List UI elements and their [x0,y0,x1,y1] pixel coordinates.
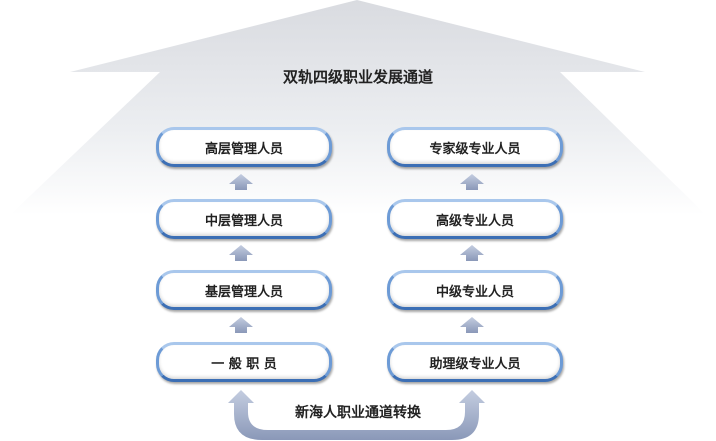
mgmt-level-middle: 中层管理人员 [156,199,332,239]
mgmt-level-junior: 基层管理人员 [156,270,332,310]
pro-level-intermediate: 中级专业人员 [387,270,563,310]
mgmt-level-staff: 一 般 职 员 [156,342,332,382]
mgmt-level-senior: 高层管理人员 [156,127,332,167]
pro-level-senior: 高级专业人员 [387,199,563,239]
up-arrows [229,174,484,333]
transfer-label: 新海人职业通道转换 [295,405,421,421]
pro-level-assistant: 助理级专业人员 [387,342,563,382]
transfer-arrow [228,390,485,440]
diagram-title: 双轨四级职业发展通道 [282,68,433,86]
pro-level-expert: 专家级专业人员 [387,127,563,167]
